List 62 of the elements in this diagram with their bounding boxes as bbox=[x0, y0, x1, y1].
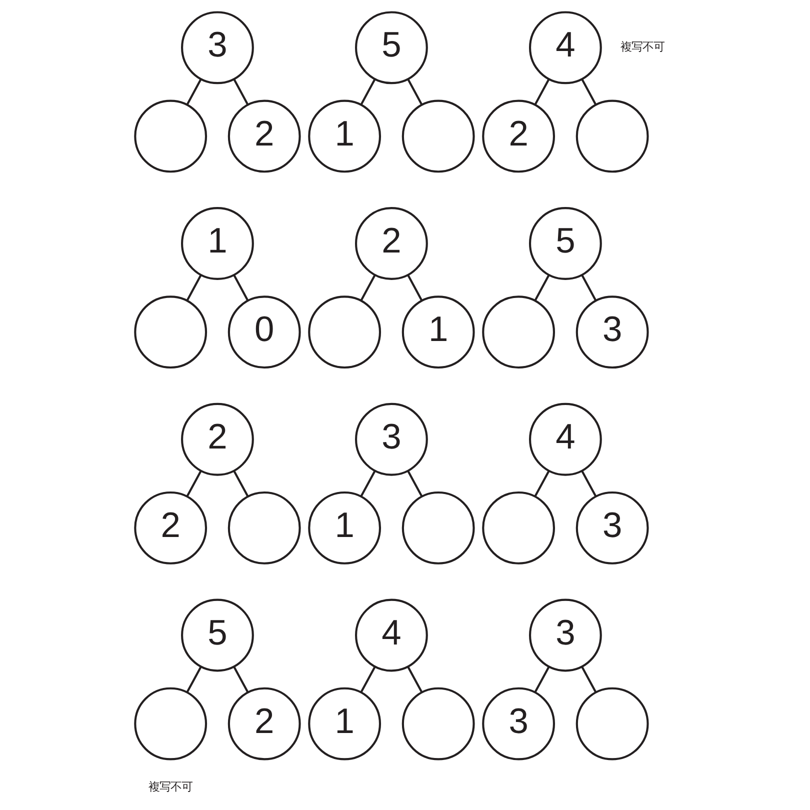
node-circle: 2 bbox=[228, 100, 301, 173]
connector bbox=[233, 274, 249, 302]
node-circle: 2 bbox=[134, 491, 208, 564]
connector bbox=[407, 666, 423, 693]
node-circle bbox=[576, 100, 649, 173]
node-circle: 2 bbox=[228, 687, 301, 760]
connector bbox=[360, 78, 376, 106]
node-circle: 1 bbox=[308, 100, 382, 173]
connector bbox=[534, 78, 550, 106]
connector bbox=[186, 470, 202, 498]
node-circle: 5 bbox=[181, 598, 254, 672]
node-circle: 1 bbox=[402, 296, 475, 369]
connector bbox=[407, 274, 423, 302]
node-circle: 2 bbox=[355, 207, 428, 280]
node-circle: 3 bbox=[181, 11, 254, 84]
connector bbox=[360, 666, 376, 693]
node-circle: 4 bbox=[528, 402, 602, 476]
node-circle: 5 bbox=[528, 207, 602, 280]
node-circle bbox=[402, 687, 475, 760]
node-circle: 4 bbox=[528, 11, 602, 84]
node-circle: 1 bbox=[181, 207, 254, 280]
node-circle: 5 bbox=[355, 11, 428, 84]
node-circle: 2 bbox=[482, 100, 556, 173]
connector bbox=[534, 470, 550, 498]
node-circle: 2 bbox=[181, 402, 254, 476]
node-circle bbox=[402, 491, 475, 564]
node-circle: 3 bbox=[528, 598, 602, 672]
node-circle bbox=[402, 100, 475, 173]
node-circle bbox=[308, 296, 382, 369]
node-circle: 3 bbox=[355, 402, 428, 476]
connector bbox=[581, 470, 597, 498]
node-circle: 3 bbox=[576, 491, 649, 564]
connector bbox=[360, 470, 376, 498]
connector bbox=[186, 78, 202, 106]
node-circle: 0 bbox=[228, 296, 301, 369]
connector bbox=[360, 274, 376, 302]
node-circle: 3 bbox=[482, 687, 556, 760]
connector bbox=[233, 78, 249, 106]
node-circle: 3 bbox=[576, 296, 649, 369]
node-circle bbox=[134, 100, 208, 173]
connector bbox=[233, 470, 249, 498]
connector bbox=[233, 666, 249, 693]
node-circle: 1 bbox=[308, 687, 382, 760]
label: 複写不可 bbox=[620, 42, 665, 54]
node-circle bbox=[134, 687, 208, 760]
connector bbox=[581, 666, 597, 693]
connector bbox=[186, 666, 202, 693]
node-circle bbox=[134, 296, 208, 369]
connector bbox=[581, 78, 597, 106]
node-circle: 1 bbox=[308, 491, 382, 564]
connector bbox=[186, 274, 202, 302]
node-circle bbox=[228, 491, 301, 564]
node-circle bbox=[576, 687, 649, 760]
connector bbox=[534, 274, 550, 302]
connector bbox=[581, 274, 597, 302]
connector bbox=[534, 666, 550, 693]
connector bbox=[407, 470, 423, 498]
node-circle bbox=[482, 491, 556, 564]
node-circle bbox=[482, 296, 556, 369]
connector bbox=[407, 78, 423, 106]
node-circle: 4 bbox=[355, 598, 428, 672]
label: 複写不可 bbox=[148, 781, 193, 794]
